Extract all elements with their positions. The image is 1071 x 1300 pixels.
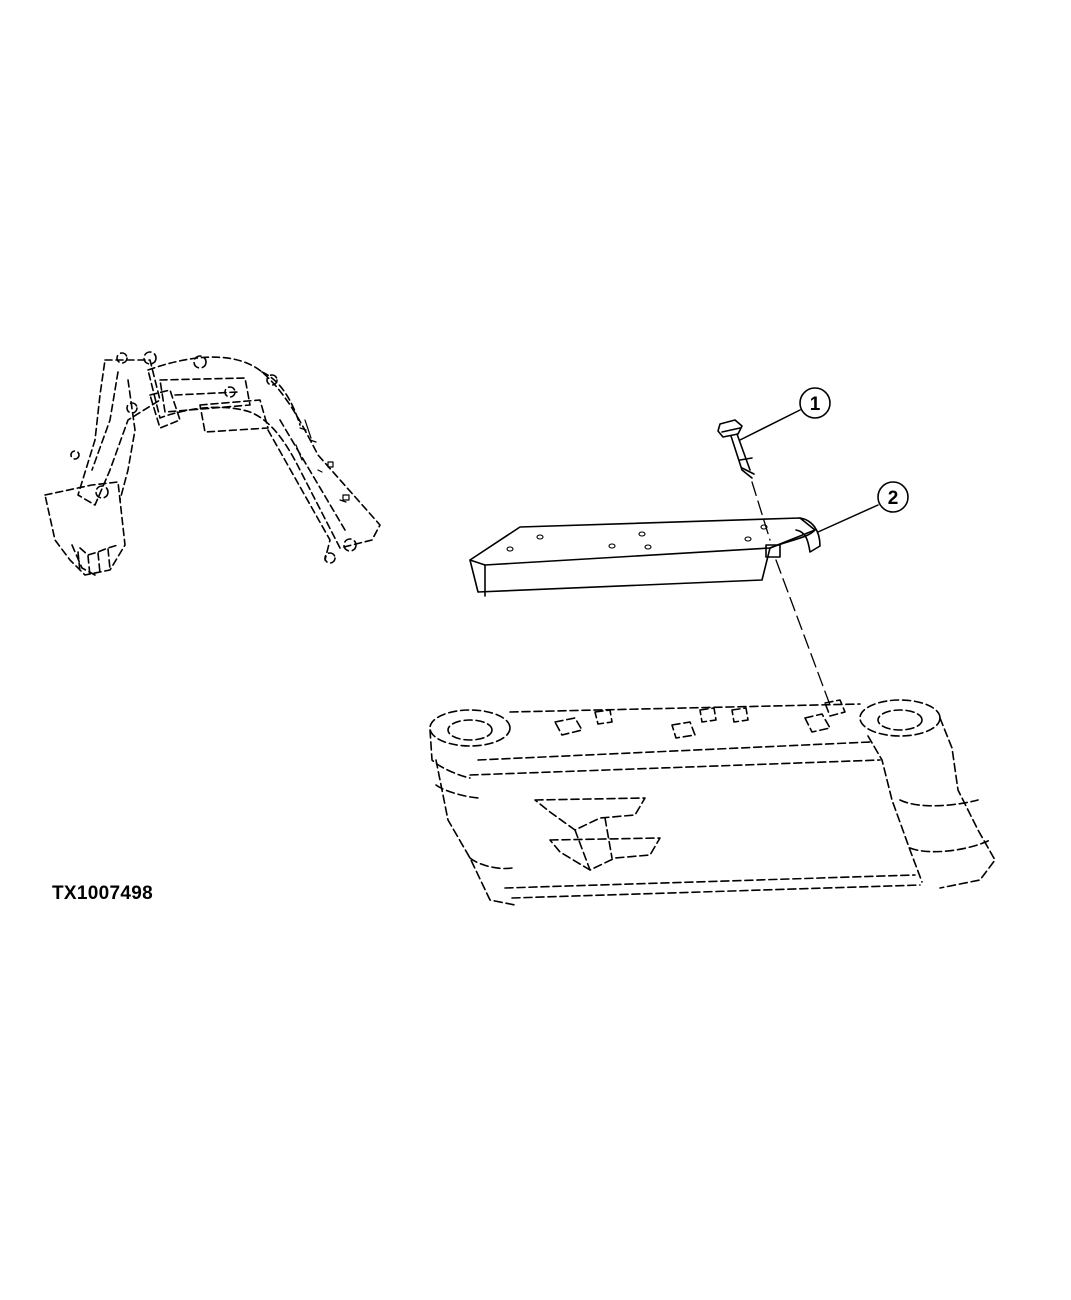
callout-2-circle	[877, 481, 909, 513]
boom-details-icon	[295, 419, 350, 503]
bracket-centerline	[775, 559, 831, 706]
leader-2	[817, 504, 879, 533]
callout-circles	[799, 387, 909, 513]
leader-1	[739, 409, 801, 441]
callout-1-number: 1	[810, 394, 821, 415]
excavator-boom-icon	[44, 351, 381, 577]
bracket-guard-icon	[469, 517, 821, 597]
bolt-centerline	[751, 481, 771, 541]
bolt-icon	[717, 419, 755, 479]
callout-2-number: 2	[888, 488, 899, 509]
callout-leaders	[739, 409, 879, 533]
figure-id-label: TX1007498	[52, 883, 153, 904]
callout-1-circle	[799, 387, 831, 419]
main-frame-icon	[429, 699, 996, 906]
